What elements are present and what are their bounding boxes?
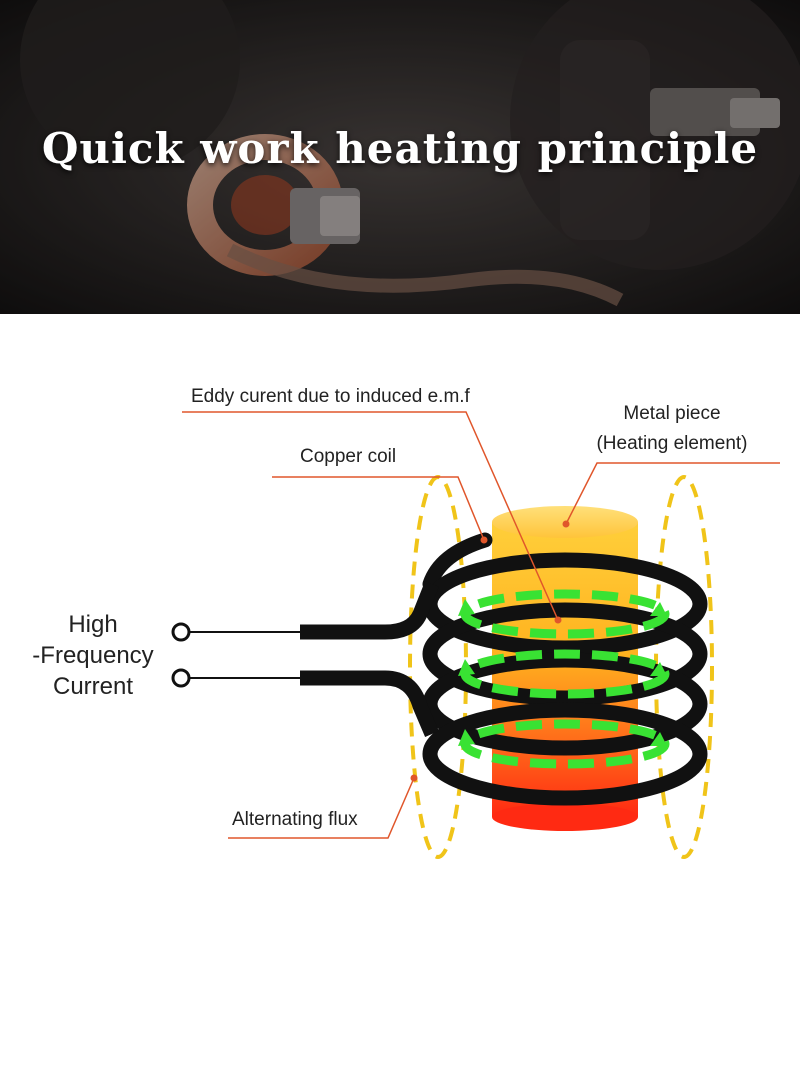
eddy-arrow-icons bbox=[458, 599, 667, 746]
hero-banner: Quick work heating principle bbox=[0, 0, 800, 314]
metal-piece-sublabel: (Heating element) bbox=[596, 433, 747, 454]
page-title: Quick work heating principle bbox=[41, 124, 759, 173]
high-frequency-label-3: Current bbox=[53, 673, 133, 700]
leader-lines bbox=[182, 411, 780, 839]
eddy-current-label: Eddy curent due to induced e.m.f bbox=[191, 386, 471, 407]
terminal-bottom bbox=[171, 668, 191, 688]
hero-photo bbox=[0, 0, 800, 314]
metal-piece-label: Metal piece bbox=[623, 403, 720, 424]
leader-dots bbox=[410, 520, 570, 782]
copper-coil-label: Copper coil bbox=[300, 446, 396, 467]
terminal-leads bbox=[190, 631, 300, 679]
high-frequency-label-2: -Frequency bbox=[32, 642, 153, 669]
induction-heating-illustration: Eddy curent due to induced e.m.f Metal p… bbox=[32, 386, 780, 859]
terminal-top bbox=[171, 622, 191, 642]
high-frequency-label-1: High bbox=[68, 611, 117, 638]
alternating-flux-label: Alternating flux bbox=[232, 809, 358, 830]
copper-coil bbox=[300, 532, 708, 806]
induction-diagram: Eddy curent due to induced e.m.f Metal p… bbox=[0, 314, 800, 1071]
